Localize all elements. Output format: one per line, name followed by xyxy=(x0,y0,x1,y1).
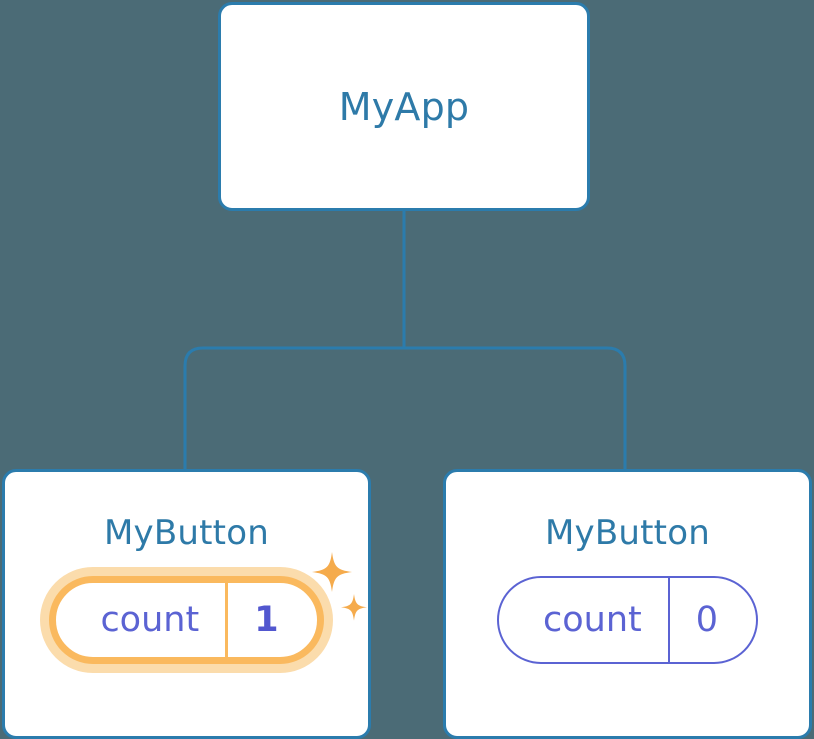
state-pill-divider xyxy=(667,578,670,662)
state-value-label: 0 xyxy=(695,600,719,640)
node-child-mybutton-2[interactable]: MyButton count 0 xyxy=(443,469,812,739)
sparkle-small-icon xyxy=(340,594,367,621)
state-pill-count[interactable]: count 0 xyxy=(496,576,759,664)
node-root-title: MyApp xyxy=(338,84,470,129)
edge-branch-bus xyxy=(183,346,627,470)
node-child-title: MyButton xyxy=(104,513,269,553)
state-pill-wrap: count 0 xyxy=(496,576,759,664)
node-child-title: MyButton xyxy=(545,513,710,553)
node-child-mybutton-1[interactable]: MyButton count 1 xyxy=(2,469,371,739)
sparkle-icon xyxy=(311,552,352,592)
state-key-label: count xyxy=(542,600,642,640)
state-pill-wrap: count 1 xyxy=(49,552,367,664)
state-pill-count-highlighted[interactable]: count 1 xyxy=(49,576,324,664)
node-root-myapp[interactable]: MyApp xyxy=(218,2,590,211)
state-value-label: 1 xyxy=(254,600,279,640)
state-key-label: count xyxy=(100,600,200,640)
state-pill-divider xyxy=(225,583,229,657)
